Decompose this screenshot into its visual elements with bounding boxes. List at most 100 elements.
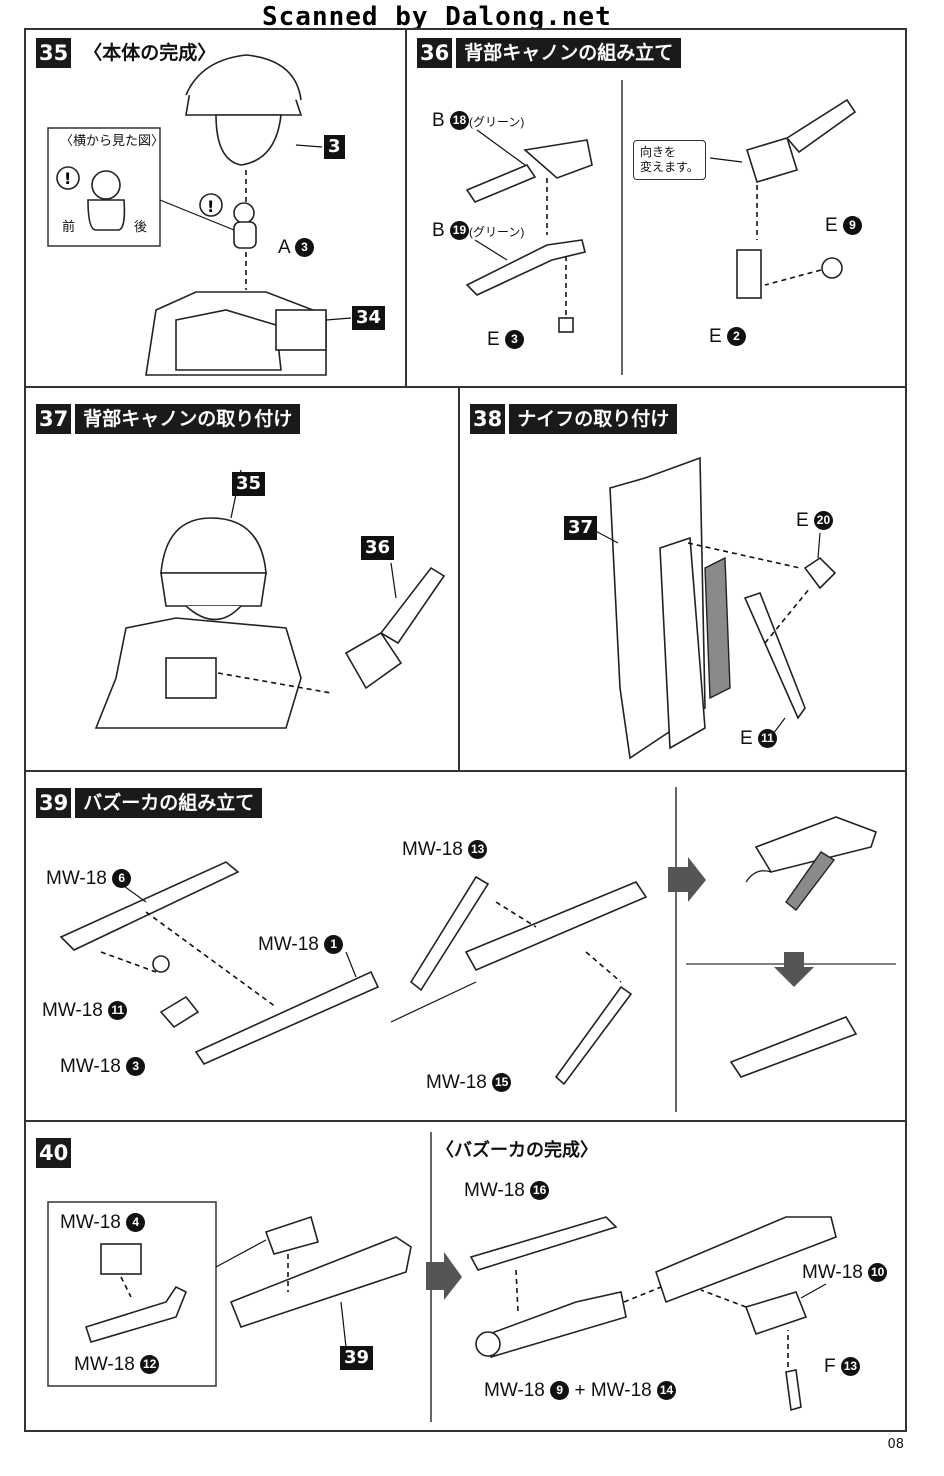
runner-code: MW-18 xyxy=(464,1180,525,1201)
step-title: ナイフの取り付け xyxy=(509,404,678,434)
step-38-header: 38 ナイフの取り付け xyxy=(470,404,678,434)
part-number-badge: 11 xyxy=(108,1001,128,1021)
runner-letter: F xyxy=(824,1356,836,1377)
step-37-header: 37 背部キャノンの取り付け xyxy=(36,404,301,434)
step-39-illustration xyxy=(59,787,896,1112)
part-label-e9: E 9 xyxy=(825,215,862,237)
bazooka-complete-title: 〈バズーカの完成〉 xyxy=(436,1140,598,1160)
ref-step-34: 34 xyxy=(352,306,386,330)
color-note: (グリーン) xyxy=(468,115,525,129)
runner-code: MW-18 xyxy=(590,1380,652,1401)
step-38-illustration xyxy=(589,456,837,760)
part-label-mw18-13: MW-18 13 xyxy=(402,839,488,861)
runner-code: MW-18 xyxy=(402,839,463,860)
step-number: 37 xyxy=(36,404,72,434)
part-label-e11: E 11 xyxy=(740,728,777,750)
part-number-badge: 2 xyxy=(726,327,746,347)
part-label-mw18-15: MW-18 15 xyxy=(426,1072,512,1094)
side-view-label: 〈横から見た図〉 xyxy=(60,133,165,148)
step-title: バズーカの組み立て xyxy=(75,788,263,818)
part-number-badge: 4 xyxy=(126,1213,146,1233)
runner-code: MW-18 xyxy=(74,1354,135,1375)
part-number-badge: 12 xyxy=(140,1355,160,1375)
step-number: 38 xyxy=(470,404,506,434)
rotate-note: 向きを 変えます。 xyxy=(633,140,706,180)
part-label-e2: E 2 xyxy=(709,326,746,348)
part-label-b19: B 19(グリーン) xyxy=(432,220,524,242)
part-label-e20: E 20 xyxy=(796,510,833,532)
step-40-header: 40 xyxy=(36,1138,72,1168)
step-40-illustration xyxy=(47,1132,837,1422)
svg-text:!: ! xyxy=(64,169,71,188)
step-number: 40 xyxy=(36,1138,72,1168)
runner-code: MW-18 xyxy=(46,868,107,889)
part-number-badge: 6 xyxy=(112,869,132,889)
part-number-badge: 18 xyxy=(449,111,469,131)
step-number: 39 xyxy=(36,788,72,818)
front-label: 前 xyxy=(62,219,76,234)
part-label-a3: A 3 xyxy=(278,237,314,259)
runner-code: MW-18 xyxy=(802,1262,863,1283)
part-number-badge: 16 xyxy=(530,1181,550,1201)
scan-watermark: Scanned by Dalong.net xyxy=(262,2,612,32)
step-38-panel: 38 ナイフの取り付け 37 E 20 E 11 xyxy=(458,386,907,772)
part-number-badge: 15 xyxy=(492,1073,512,1093)
back-label: 後 xyxy=(134,219,148,234)
part-label-mw18-9-14: MW-18 9 + MW-18 14 xyxy=(484,1380,677,1402)
part-number-badge: 3 xyxy=(294,238,314,258)
part-number-badge: 3 xyxy=(126,1057,146,1077)
ref-step-36: 36 xyxy=(361,536,395,560)
runner-letter: E xyxy=(487,329,500,350)
step-title: 〈本体の完成〉 xyxy=(83,42,217,64)
step-36-header: 36 背部キャノンの組み立て xyxy=(417,38,682,68)
color-note: (グリーン) xyxy=(468,225,525,239)
part-number-badge: 11 xyxy=(757,729,777,749)
runner-code: MW-18 xyxy=(60,1056,121,1077)
step-36-illustration xyxy=(465,80,857,375)
svg-text:!: ! xyxy=(207,197,214,216)
step-number: 36 xyxy=(417,38,453,68)
part-number-badge: 20 xyxy=(813,511,833,531)
step-title: 背部キャノンの取り付け xyxy=(75,404,301,434)
runner-letter: B xyxy=(432,220,445,241)
part-label-b18: B 18(グリーン) xyxy=(432,110,524,132)
runner-code: MW-18 xyxy=(258,934,319,955)
plus-sign: + xyxy=(574,1380,586,1401)
part-number-badge: 10 xyxy=(868,1263,888,1283)
ref-step-35: 35 xyxy=(232,472,266,496)
ref-step-37: 37 xyxy=(564,516,598,540)
part-number-badge: 9 xyxy=(550,1381,570,1401)
part-label-mw18-1: MW-18 1 xyxy=(258,934,344,956)
part-label-mw18-10: MW-18 10 xyxy=(802,1262,888,1284)
step-35-illustration: ! ! xyxy=(47,54,352,376)
part-label-e3: E 3 xyxy=(487,329,524,351)
part-number-badge: 3 xyxy=(504,330,524,350)
part-label-mw18-4: MW-18 4 xyxy=(60,1212,146,1234)
step-37-panel: 37 背部キャノンの取り付け 35 36 xyxy=(24,386,460,772)
part-label-mw18-11: MW-18 11 xyxy=(42,1000,128,1022)
part-number-badge: 13 xyxy=(468,840,488,860)
step-35-panel: 35 〈本体の完成〉 ! ! 〈横から見た図〉 前 後 A 3 3 34 xyxy=(24,28,407,388)
part-number-badge: 9 xyxy=(842,216,862,236)
part-number-badge: 13 xyxy=(840,1357,860,1377)
step-35-header: 35 〈本体の完成〉 xyxy=(36,38,224,68)
part-label-mw18-6: MW-18 6 xyxy=(46,868,132,890)
part-label-mw18-16: MW-18 16 xyxy=(464,1180,550,1202)
runner-letter: E xyxy=(709,326,722,347)
part-label-mw18-3: MW-18 3 xyxy=(60,1056,146,1078)
step-37-illustration xyxy=(94,469,446,729)
step-40-panel: 40 〈バズーカの完成〉 MW-18 4 MW-18 12 39 MW-18 1… xyxy=(24,1120,907,1432)
part-number-badge: 19 xyxy=(449,221,469,241)
runner-letter: E xyxy=(740,728,753,749)
step-39-panel: 39 バズーカの組み立て MW-18 6 MW-18 1 MW-18 11 MW… xyxy=(24,770,907,1122)
runner-code: MW-18 xyxy=(42,1000,103,1021)
runner-letter: B xyxy=(432,110,445,131)
runner-code: MW-18 xyxy=(60,1212,121,1233)
step-number: 35 xyxy=(36,38,72,68)
runner-code: MW-18 xyxy=(484,1380,545,1401)
part-label-mw18-12: MW-18 12 xyxy=(74,1354,160,1376)
runner-letter: E xyxy=(825,215,838,236)
ref-step-3: 3 xyxy=(324,135,345,159)
part-label-f13: F 13 xyxy=(824,1356,860,1378)
step-title: 背部キャノンの組み立て xyxy=(456,38,682,68)
